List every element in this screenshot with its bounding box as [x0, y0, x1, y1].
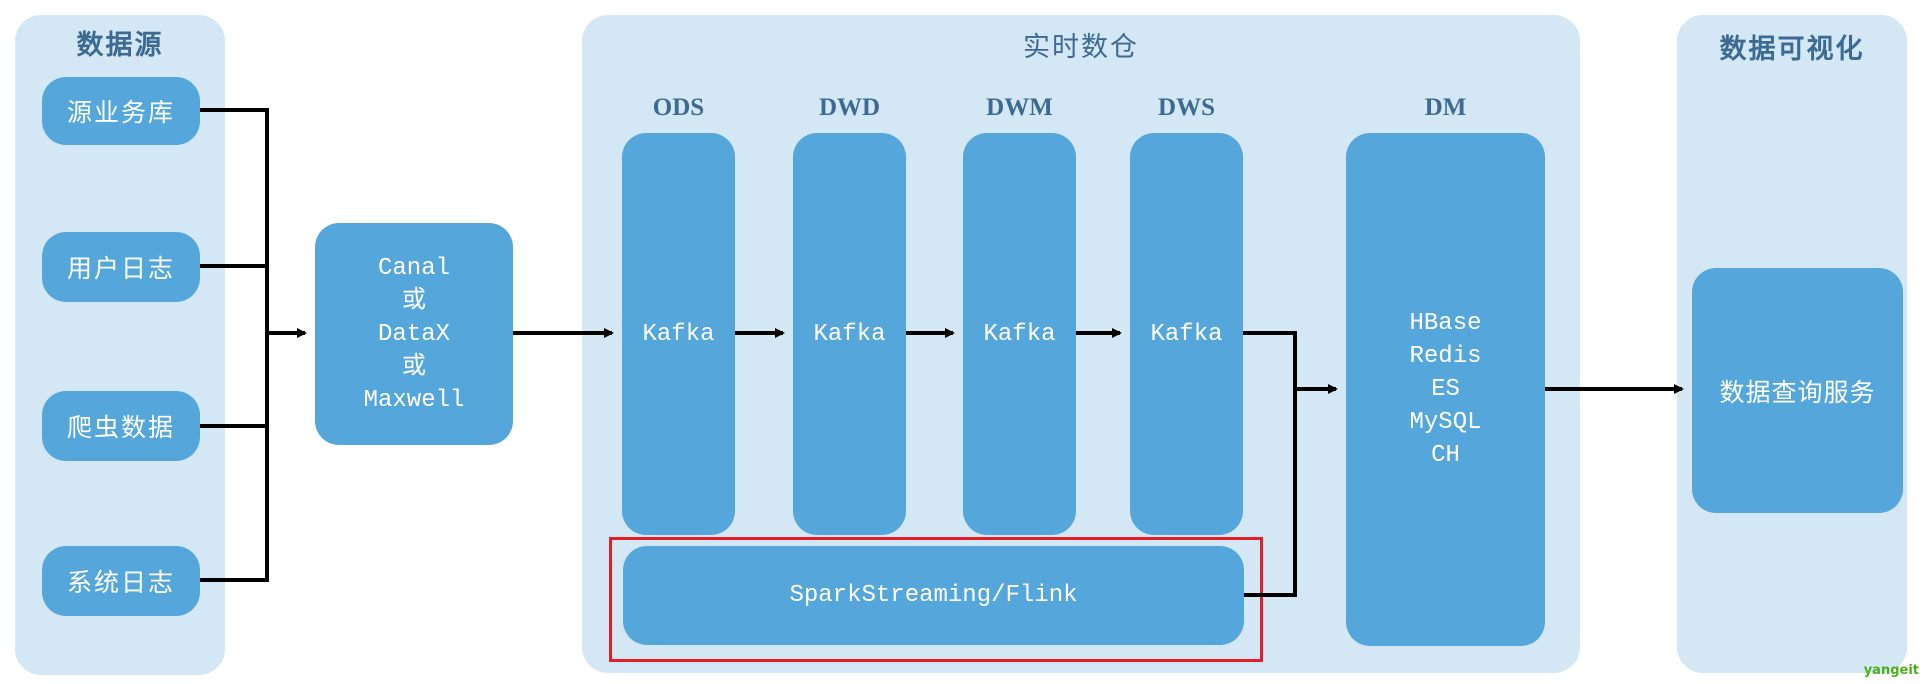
dm-store: CH: [1431, 442, 1460, 469]
layer-label-dws: DWS: [1158, 94, 1215, 121]
dm-storage-box: HBase Redis ES MySQL CH: [1346, 133, 1545, 646]
ingest-line: 或: [402, 287, 426, 315]
dm-store: MySQL: [1409, 409, 1482, 436]
compute-highlight-frame: [609, 537, 1263, 662]
store-label: Kafka: [642, 320, 715, 348]
layer-label-dm: DM: [1424, 94, 1467, 121]
source-business-db: 源业务库: [42, 77, 200, 145]
store-label: Kafka: [1150, 320, 1223, 348]
dwm-kafka-box: Kafka: [963, 133, 1076, 535]
dwd-kafka-box: Kafka: [793, 133, 906, 535]
layer-label-dwd: DWD: [818, 94, 881, 121]
data-sources-title: 数据源: [76, 30, 164, 61]
source-label: 用户日志: [66, 254, 175, 283]
source-label: 爬虫数据: [66, 413, 175, 442]
layer-label-dwm: DWM: [986, 94, 1053, 121]
query-service-label: 数据查询服务: [1719, 377, 1876, 407]
realtime-warehouse-title: 实时数仓: [1023, 32, 1139, 63]
dm-store: Redis: [1409, 343, 1482, 370]
watermark: yangeit: [1863, 663, 1919, 678]
ingest-line: DataX: [377, 320, 450, 348]
source-system-log: 系统日志: [42, 546, 200, 616]
compute-label: SparkStreaming/Flink: [789, 582, 1078, 609]
stream-compute-box: SparkStreaming/Flink: [623, 546, 1244, 645]
ingest-line: 或: [402, 353, 426, 381]
dm-store: ES: [1431, 376, 1460, 403]
store-label: Kafka: [813, 320, 886, 348]
ingest-line: Canal: [377, 254, 450, 282]
query-service-box: 数据查询服务: [1692, 268, 1903, 513]
ingest-line: Maxwell: [363, 386, 465, 414]
store-label: Kafka: [983, 320, 1056, 348]
dws-kafka-box: Kafka: [1130, 133, 1243, 535]
visualization-title: 数据可视化: [1719, 34, 1865, 65]
source-user-log: 用户日志: [42, 232, 200, 302]
ingest-tool-box: Canal 或 DataX 或 Maxwell: [315, 223, 513, 445]
ods-kafka-box: Kafka: [622, 133, 735, 535]
source-label: 系统日志: [66, 568, 175, 597]
source-label: 源业务库: [66, 98, 175, 127]
layer-label-ods: ODS: [652, 94, 705, 121]
dm-store: HBase: [1409, 310, 1482, 337]
source-crawler-data: 爬虫数据: [42, 391, 200, 461]
